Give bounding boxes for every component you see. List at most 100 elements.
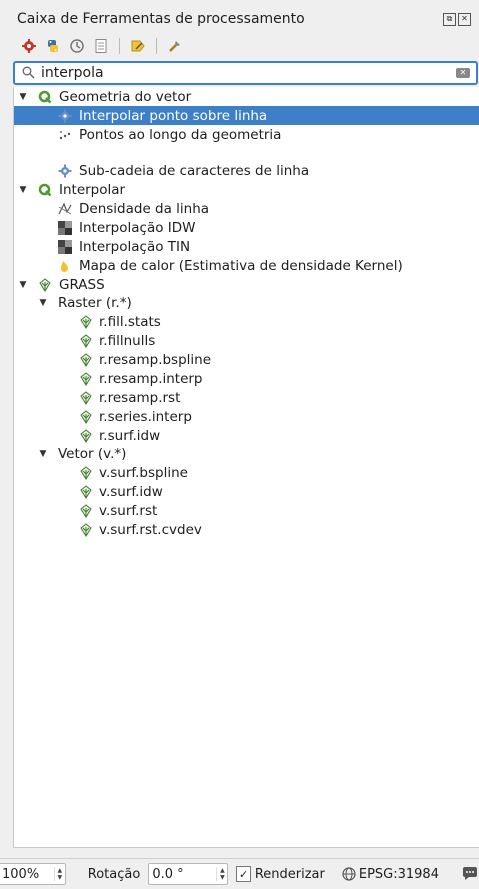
qgis-icon xyxy=(37,182,53,198)
crs-button[interactable]: EPSG:31984 xyxy=(358,866,439,882)
qgis-icon xyxy=(37,89,53,105)
tree-item-label: v.surf.bspline xyxy=(99,464,188,481)
tree-item-label: r.surf.idw xyxy=(99,427,161,444)
options-icon[interactable] xyxy=(166,37,184,55)
tree-item[interactable]: Interpolação IDW xyxy=(14,218,479,237)
render-label: Renderizar xyxy=(254,866,325,882)
tree-item-label: Interpolar xyxy=(59,181,126,198)
scale-field[interactable]: 100% ▲▼ xyxy=(0,863,66,885)
grass-icon xyxy=(78,390,94,406)
tree-item-label: Sub-cadeia de caracteres de linha xyxy=(79,162,310,179)
tree-item[interactable]: r.fillnulls xyxy=(14,331,479,350)
tree-item[interactable]: ▼ GRASS xyxy=(14,275,479,294)
rotation-spinner-icon[interactable]: ▲▼ xyxy=(216,867,227,881)
tree-item-label: v.surf.rst.cvdev xyxy=(99,521,202,538)
tree-item[interactable]: r.resamp.interp xyxy=(14,369,479,388)
tree-item[interactable]: r.series.interp xyxy=(14,407,479,426)
close-panel-button[interactable]: ✕ xyxy=(458,13,471,26)
crs-globe-icon xyxy=(341,866,357,882)
tree-item-label: Densidade da linha xyxy=(79,200,210,217)
search-icon xyxy=(22,66,35,83)
tree-item-label: GRASS xyxy=(59,276,105,293)
toolbar-separator xyxy=(156,38,157,54)
tree-item[interactable]: r.resamp.rst xyxy=(14,388,479,407)
tree-item[interactable]: v.surf.idw xyxy=(14,482,479,501)
tree-item-label: Vetor (v.*) xyxy=(58,445,127,462)
tree-item-label: v.surf.idw xyxy=(99,483,163,500)
clear-search-icon[interactable]: ✕ xyxy=(456,68,470,78)
tree-item-label: r.fill.stats xyxy=(99,313,161,330)
python-icon[interactable] xyxy=(44,37,62,55)
grass-icon xyxy=(78,522,94,538)
toolbar-separator xyxy=(119,38,120,54)
tree-item[interactable]: Densidade da linha xyxy=(14,199,479,218)
scale-spinner-icon[interactable]: ▲▼ xyxy=(53,867,65,881)
expand-arrow-icon[interactable]: ▼ xyxy=(19,279,27,290)
tree-item[interactable]: r.fill.stats xyxy=(14,312,479,331)
results-icon[interactable] xyxy=(92,37,110,55)
tree-item-label: Pontos ao longo da geometria xyxy=(79,126,282,143)
tree-item-label: Raster (r.*) xyxy=(58,294,132,311)
expand-arrow-icon[interactable]: ▼ xyxy=(39,448,47,459)
tree-item-label: r.resamp.interp xyxy=(99,370,203,387)
tree-item[interactable]: v.surf.rst xyxy=(14,501,479,520)
gear-icon xyxy=(57,163,73,179)
processing-toolbar xyxy=(20,36,184,56)
rotation-value: 0.0 ° xyxy=(152,866,184,882)
grass-icon xyxy=(78,428,94,444)
tree-item-label: r.fillnulls xyxy=(99,332,156,349)
grass-icon xyxy=(78,503,94,519)
tree-item[interactable]: Interpolação TIN xyxy=(14,237,479,256)
tree-item-label: Interpolação TIN xyxy=(79,238,191,255)
tree-item[interactable]: Interpolar ponto sobre linha xyxy=(14,106,479,125)
render-checkbox[interactable]: ✓ xyxy=(236,866,251,882)
tree-item[interactable]: v.surf.bspline xyxy=(14,463,479,482)
grass-icon xyxy=(78,352,94,368)
tree-item-label: r.series.interp xyxy=(99,408,192,425)
tree-item[interactable]: Sub-cadeia de caracteres de linha xyxy=(14,161,479,180)
tree-item[interactable]: ▼Geometria do vetor xyxy=(14,87,479,106)
gear-icon xyxy=(57,108,73,124)
tree-item[interactable]: ▼ Raster (r.*) xyxy=(14,293,479,312)
search-box: ✕ xyxy=(13,61,478,85)
edit-in-place-icon[interactable] xyxy=(129,37,147,55)
models-icon[interactable] xyxy=(20,37,38,55)
grass-icon xyxy=(78,409,94,425)
tree-item[interactable]: ▼ Interpolar xyxy=(14,180,479,199)
tree-item-label: Mapa de calor (Estimativa de densidade K… xyxy=(79,257,403,274)
tree-item[interactable]: r.resamp.bspline xyxy=(14,350,479,369)
tree-item[interactable]: ▼ Vetor (v.*) xyxy=(14,444,479,463)
rotation-label: Rotação xyxy=(87,866,141,882)
heatmap-icon xyxy=(57,258,73,274)
tree-item[interactable]: Pontos ao longo da geometria xyxy=(14,125,479,144)
grass-icon xyxy=(78,484,94,500)
tree-item-label: Interpolar ponto sobre linha xyxy=(79,107,268,124)
rotation-field[interactable]: 0.0 ° ▲▼ xyxy=(148,863,229,885)
status-bar: 100% ▲▼ Rotação 0.0 ° ▲▼ ✓ Renderizar EP… xyxy=(0,858,479,889)
panel-title: Caixa de Ferramentas de processamento xyxy=(17,11,305,27)
points-icon xyxy=(57,127,73,143)
grass-icon xyxy=(37,277,53,293)
panel-title-buttons: ⧉ ✕ xyxy=(443,13,471,26)
search-input[interactable] xyxy=(41,64,441,82)
tree-item[interactable]: Mapa de calor (Estimativa de densidade K… xyxy=(14,256,479,275)
messages-icon[interactable] xyxy=(461,866,479,882)
line-density-icon xyxy=(57,201,73,217)
expand-arrow-icon[interactable]: ▼ xyxy=(39,297,47,308)
tree-item-label: r.resamp.rst xyxy=(99,389,181,406)
grass-icon xyxy=(78,465,94,481)
expand-arrow-icon[interactable]: ▼ xyxy=(19,184,27,195)
grass-icon xyxy=(78,314,94,330)
scale-value: 100% xyxy=(2,866,40,882)
tree-item[interactable]: v.surf.rst.cvdev xyxy=(14,520,479,539)
raster-icon xyxy=(57,220,73,236)
history-icon[interactable] xyxy=(68,37,86,55)
float-panel-button[interactable]: ⧉ xyxy=(443,13,456,26)
expand-arrow-icon[interactable]: ▼ xyxy=(19,91,27,102)
tree-item-label: Interpolação IDW xyxy=(79,219,196,236)
tree-item-label: v.surf.rst xyxy=(99,502,158,519)
raster-icon xyxy=(57,239,73,255)
grass-icon xyxy=(78,371,94,387)
tree-item[interactable]: r.surf.idw xyxy=(14,426,479,445)
